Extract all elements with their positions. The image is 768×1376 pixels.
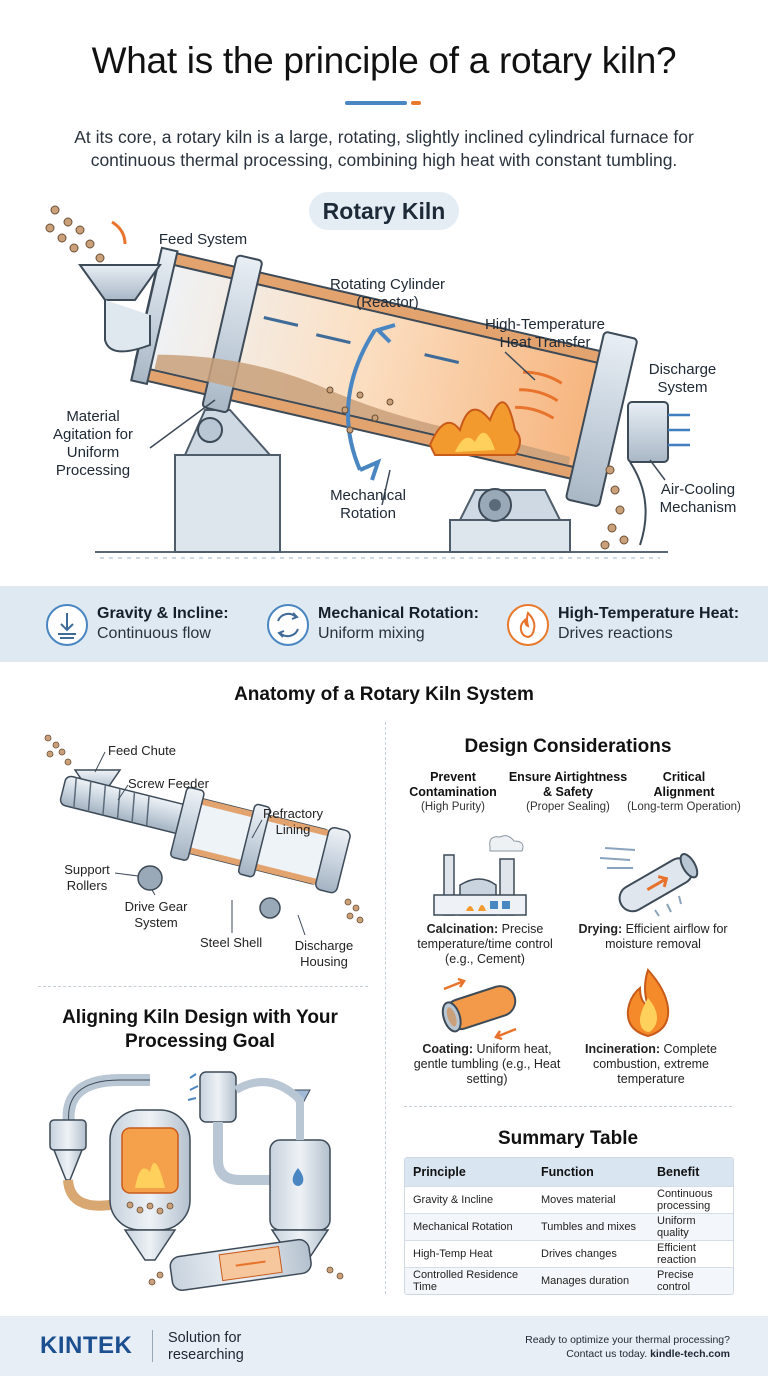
app-incineration-title: Incineration: xyxy=(585,1042,661,1056)
principle-gravity: Gravity & Incline: Continuous flow xyxy=(45,601,265,647)
design-title: Design Considerations xyxy=(464,736,672,757)
table-row: Controlled Residence Time Manages durati… xyxy=(405,1267,733,1294)
app-drying-title: Drying: xyxy=(578,922,623,936)
label-feed-system: Feed System xyxy=(158,231,248,248)
table-cell: Efficient reaction xyxy=(649,1240,733,1268)
aligning-title: Aligning Kiln Design with Your Processin… xyxy=(62,1007,338,1052)
label-air-cooling: Air-Cooling Mechanism xyxy=(659,481,737,516)
gravity-arrow-icon xyxy=(46,604,88,646)
table-row: High-Temp Heat Drives changes Efficient … xyxy=(405,1240,733,1268)
app-drying-text: Efficient airflow for moisture removal xyxy=(605,922,728,951)
design-item-sub: (Long-term Operation) xyxy=(627,801,741,813)
col-principle: Principle xyxy=(405,1158,533,1187)
summary-table-grid: Principle Function Benefit Gravity & Inc… xyxy=(405,1158,733,1294)
app-drying: Drying: Efficient airflow for moisture r… xyxy=(578,922,728,952)
intro-text: At its core, a rotary kiln is a large, r… xyxy=(74,127,694,170)
app-coating-text: Uniform heat, gentle tumbling (e.g., Hea… xyxy=(413,1042,561,1086)
table-cell: Uniform quality xyxy=(649,1213,733,1241)
principle-heat: High-Temperature Heat: Drives reactions xyxy=(506,601,746,647)
principle-heat-title: High-Temperature Heat: xyxy=(558,605,740,622)
left-divider xyxy=(38,986,368,987)
design-item-head: Prevent Contamination xyxy=(409,770,497,799)
label-rotating-cylinder: Rotating Cylinder (Reactor) xyxy=(329,276,446,311)
label-mechanical-rotation: Mechanical Rotation xyxy=(330,487,406,522)
factory-icon xyxy=(433,835,527,916)
app-incineration: Incineration: Complete combustion, extre… xyxy=(576,1042,726,1087)
design-item-airtightness: Ensure Airtightness & Safety (Proper Sea… xyxy=(508,770,628,814)
design-item-sub: (High Purity) xyxy=(421,801,485,813)
design-item-head: Critical Alignment xyxy=(653,770,715,799)
app-calcination-text: Precise temperature/time control (e.g., … xyxy=(417,922,553,966)
col-benefit: Benefit xyxy=(649,1158,733,1187)
label-discharge-housing: Discharge Housing xyxy=(294,938,354,969)
principles-band xyxy=(0,586,768,662)
label-heat-transfer: High-Temperature Heat Transfer xyxy=(484,316,606,351)
summary-title: Summary Table xyxy=(497,1128,639,1149)
process-plant-illustration xyxy=(49,1071,344,1291)
footer-cta: Ready to optimize your thermal processin… xyxy=(470,1333,730,1361)
anatomy-illustration xyxy=(44,734,364,936)
app-incineration-text: Complete combustion, extreme temperature xyxy=(592,1042,717,1086)
label-refractory-lining: Refractory Lining xyxy=(263,806,323,837)
design-item-head: Ensure Airtightness & Safety xyxy=(508,770,628,799)
app-calcination-title: Calcination: xyxy=(426,922,499,936)
app-coating: Coating: Uniform heat, gentle tumbling (… xyxy=(412,1042,562,1087)
table-header-row: Principle Function Benefit xyxy=(405,1158,733,1187)
title-underline-accent xyxy=(411,101,421,105)
principle-gravity-title: Gravity & Incline: xyxy=(97,605,229,622)
principle-heat-sub: Drives reactions xyxy=(558,625,673,642)
table-cell: Manages duration xyxy=(533,1267,649,1294)
table-cell: Continuous processing xyxy=(649,1186,733,1214)
table-row: Mechanical Rotation Tumbles and mixes Un… xyxy=(405,1213,733,1241)
title-underline xyxy=(345,101,407,105)
table-cell: Mechanical Rotation xyxy=(405,1213,533,1241)
footer-cta-text: Contact us today. xyxy=(566,1348,648,1360)
rotation-arrows-icon xyxy=(267,604,309,646)
flame-icon xyxy=(507,604,549,646)
table-row: Gravity & Incline Moves material Continu… xyxy=(405,1186,733,1214)
footer-separator xyxy=(152,1330,153,1362)
footer-cta-line1: Ready to optimize your thermal processin… xyxy=(525,1334,730,1346)
summary-table: Principle Function Benefit Gravity & Inc… xyxy=(404,1157,734,1295)
label-support-rollers: Support Rollers xyxy=(64,862,110,893)
principle-gravity-sub: Continuous flow xyxy=(97,625,211,642)
table-cell: Tumbles and mixes xyxy=(533,1213,649,1241)
table-cell: Drives changes xyxy=(533,1240,649,1268)
right-divider xyxy=(404,1106,732,1107)
app-coating-title: Coating: xyxy=(422,1042,474,1056)
principle-rotation-title: Mechanical Rotation: xyxy=(318,605,479,622)
kintek-logo[interactable]: KINTEK xyxy=(40,1332,133,1359)
anatomy-title: Anatomy of a Rotary Kiln System xyxy=(234,684,534,705)
footer-tagline: Solution for researching xyxy=(168,1330,244,1363)
label-steel-shell: Steel Shell xyxy=(200,935,263,950)
col-function: Function xyxy=(533,1158,649,1187)
design-item-contamination: Prevent Contamination (High Purity) xyxy=(398,770,508,814)
footer xyxy=(0,1316,768,1376)
page-title: What is the principle of a rotary kiln? xyxy=(91,40,677,81)
label-discharge-system: Discharge System xyxy=(648,361,717,396)
label-material-agitation: Material Agitation for Uniform Processin… xyxy=(52,408,134,479)
principle-rotation-sub: Uniform mixing xyxy=(318,625,425,642)
coating-tube-icon xyxy=(441,977,517,1040)
table-cell: Gravity & Incline xyxy=(405,1186,533,1214)
drying-tube-icon xyxy=(599,847,699,917)
vertical-divider xyxy=(385,722,386,1294)
principle-rotation: Mechanical Rotation: Uniform mixing xyxy=(266,601,496,647)
label-screw-feeder: Screw Feeder xyxy=(128,776,209,791)
fire-icon xyxy=(626,968,670,1038)
table-cell: Controlled Residence Time xyxy=(405,1267,533,1294)
table-cell: High-Temp Heat xyxy=(405,1240,533,1268)
design-item-sub: (Proper Sealing) xyxy=(526,801,610,813)
label-drive-gear: Drive Gear System xyxy=(124,899,188,930)
footer-cta-link[interactable]: kindle-tech.com xyxy=(650,1348,730,1360)
table-cell: Precise control xyxy=(649,1267,733,1294)
label-feed-chute: Feed Chute xyxy=(108,743,176,758)
footer-cta-line2: Contact us today. kindle-tech.com xyxy=(470,1347,730,1361)
main-kiln-illustration xyxy=(45,205,690,559)
table-cell: Moves material xyxy=(533,1186,649,1214)
app-calcination: Calcination: Precise temperature/time co… xyxy=(405,922,565,967)
rotary-kiln-pill: Rotary Kiln xyxy=(309,192,459,230)
design-item-alignment: Critical Alignment (Long-term Operation) xyxy=(625,770,743,814)
